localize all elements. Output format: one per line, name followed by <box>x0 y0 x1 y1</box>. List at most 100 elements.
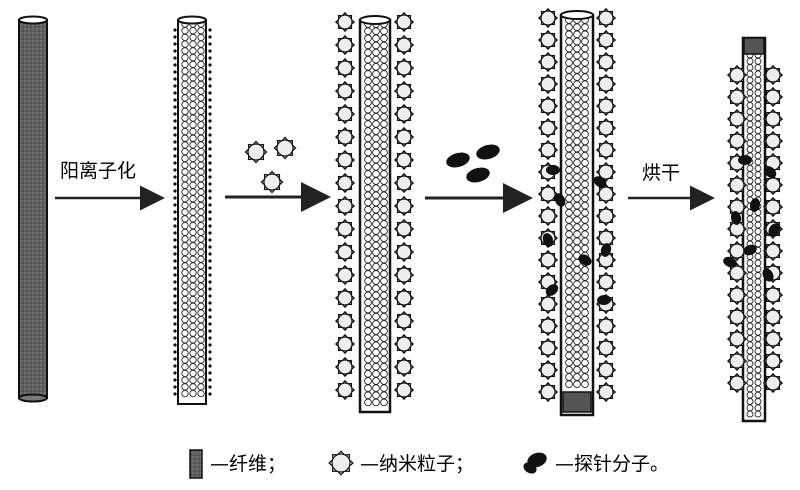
surface-bead <box>197 248 205 257</box>
surface-bead <box>181 322 189 331</box>
fiber-top-cap <box>177 15 207 25</box>
surface-bead <box>754 240 762 248</box>
surface-bead <box>181 60 189 68</box>
cation-dot <box>208 329 212 333</box>
surface-bead <box>181 329 189 337</box>
surface-bead <box>380 198 388 207</box>
fiber-bottom-cap <box>18 393 48 403</box>
surface-bead <box>197 74 205 82</box>
surface-bead <box>372 191 380 200</box>
surface-bead <box>565 244 573 253</box>
surface-bead <box>372 370 380 378</box>
surface-bead <box>573 301 581 310</box>
surface-bead <box>364 27 372 35</box>
cation-dot <box>173 56 177 60</box>
surface-bead <box>754 410 762 418</box>
nanoparticle <box>396 359 412 375</box>
surface-bead <box>181 74 189 82</box>
surface-bead <box>197 349 205 357</box>
surface-bead <box>380 305 388 314</box>
surface-bead <box>380 291 388 300</box>
nanoparticle <box>540 362 556 378</box>
surface-bead <box>189 295 197 304</box>
surface-bead <box>754 190 762 198</box>
cation-dot <box>208 133 212 137</box>
surface-bead <box>754 70 762 78</box>
surface-bead <box>197 282 205 290</box>
nanoparticle <box>337 336 353 352</box>
surface-bead <box>364 162 372 171</box>
surface-bead <box>181 154 189 163</box>
surface-bead <box>573 187 581 196</box>
surface-bead <box>181 161 189 169</box>
surface-bead <box>372 205 380 214</box>
surface-bead <box>565 94 573 103</box>
surface-bead <box>372 120 380 128</box>
surface-bead <box>380 255 388 264</box>
surface-bead <box>581 166 589 174</box>
surface-bead <box>364 355 372 364</box>
nanoparticle <box>765 89 781 105</box>
nanoparticle <box>598 98 614 114</box>
surface-bead <box>754 108 762 116</box>
surface-bead <box>380 270 388 278</box>
surface-bead <box>181 188 189 196</box>
surface-bead <box>746 398 754 405</box>
surface-bead <box>372 384 380 392</box>
cation-dot <box>173 70 177 74</box>
cation-dot <box>208 63 212 67</box>
surface-bead <box>372 70 380 78</box>
surface-bead <box>573 123 581 131</box>
surface-bead <box>380 234 388 243</box>
cation-dot <box>173 168 177 172</box>
cation-dot <box>173 42 177 46</box>
surface-bead <box>754 372 762 380</box>
surface-bead <box>754 379 762 387</box>
surface-bead <box>565 301 573 310</box>
surface-bead <box>372 34 380 43</box>
surface-bead <box>754 391 762 399</box>
surface-bead <box>189 208 197 216</box>
cation-dot <box>173 217 177 221</box>
surface-bead <box>181 248 189 257</box>
surface-bead <box>197 255 205 263</box>
surface-bead <box>754 316 762 324</box>
surface-bead <box>364 277 372 285</box>
cation-dot <box>208 56 212 60</box>
surface-bead <box>181 127 189 136</box>
fiber-top-cap <box>18 15 48 25</box>
surface-bead <box>754 164 762 172</box>
surface-bead <box>197 356 205 364</box>
cation-dot <box>173 385 177 389</box>
probe-molecule <box>730 211 742 225</box>
surface-bead <box>754 234 762 242</box>
probe-molecule <box>542 233 554 247</box>
surface-bead <box>380 398 388 407</box>
surface-bead <box>581 323 589 331</box>
surface-bead <box>181 389 189 398</box>
surface-bead <box>181 268 189 277</box>
surface-bead <box>197 383 205 391</box>
cation-dot <box>173 287 177 291</box>
cation-dot <box>208 350 212 354</box>
surface-bead <box>189 80 197 89</box>
surface-bead <box>380 312 388 321</box>
surface-bead <box>181 208 189 216</box>
cation-dot <box>173 140 177 144</box>
surface-bead <box>197 309 205 317</box>
probe-loaded-fiber <box>537 7 617 417</box>
surface-bead <box>181 181 189 189</box>
surface-bead <box>746 265 754 273</box>
cation-dot <box>173 84 177 88</box>
surface-bead <box>565 201 573 210</box>
cation-dot <box>208 210 212 214</box>
surface-bead <box>197 60 205 68</box>
surface-bead <box>581 94 589 103</box>
probe-molecule <box>762 268 774 282</box>
surface-bead <box>372 55 380 64</box>
surface-bead <box>746 177 754 185</box>
nanoparticle <box>247 143 265 161</box>
surface-bead <box>372 77 380 85</box>
surface-bead <box>581 373 589 381</box>
cation-dot <box>208 182 212 186</box>
